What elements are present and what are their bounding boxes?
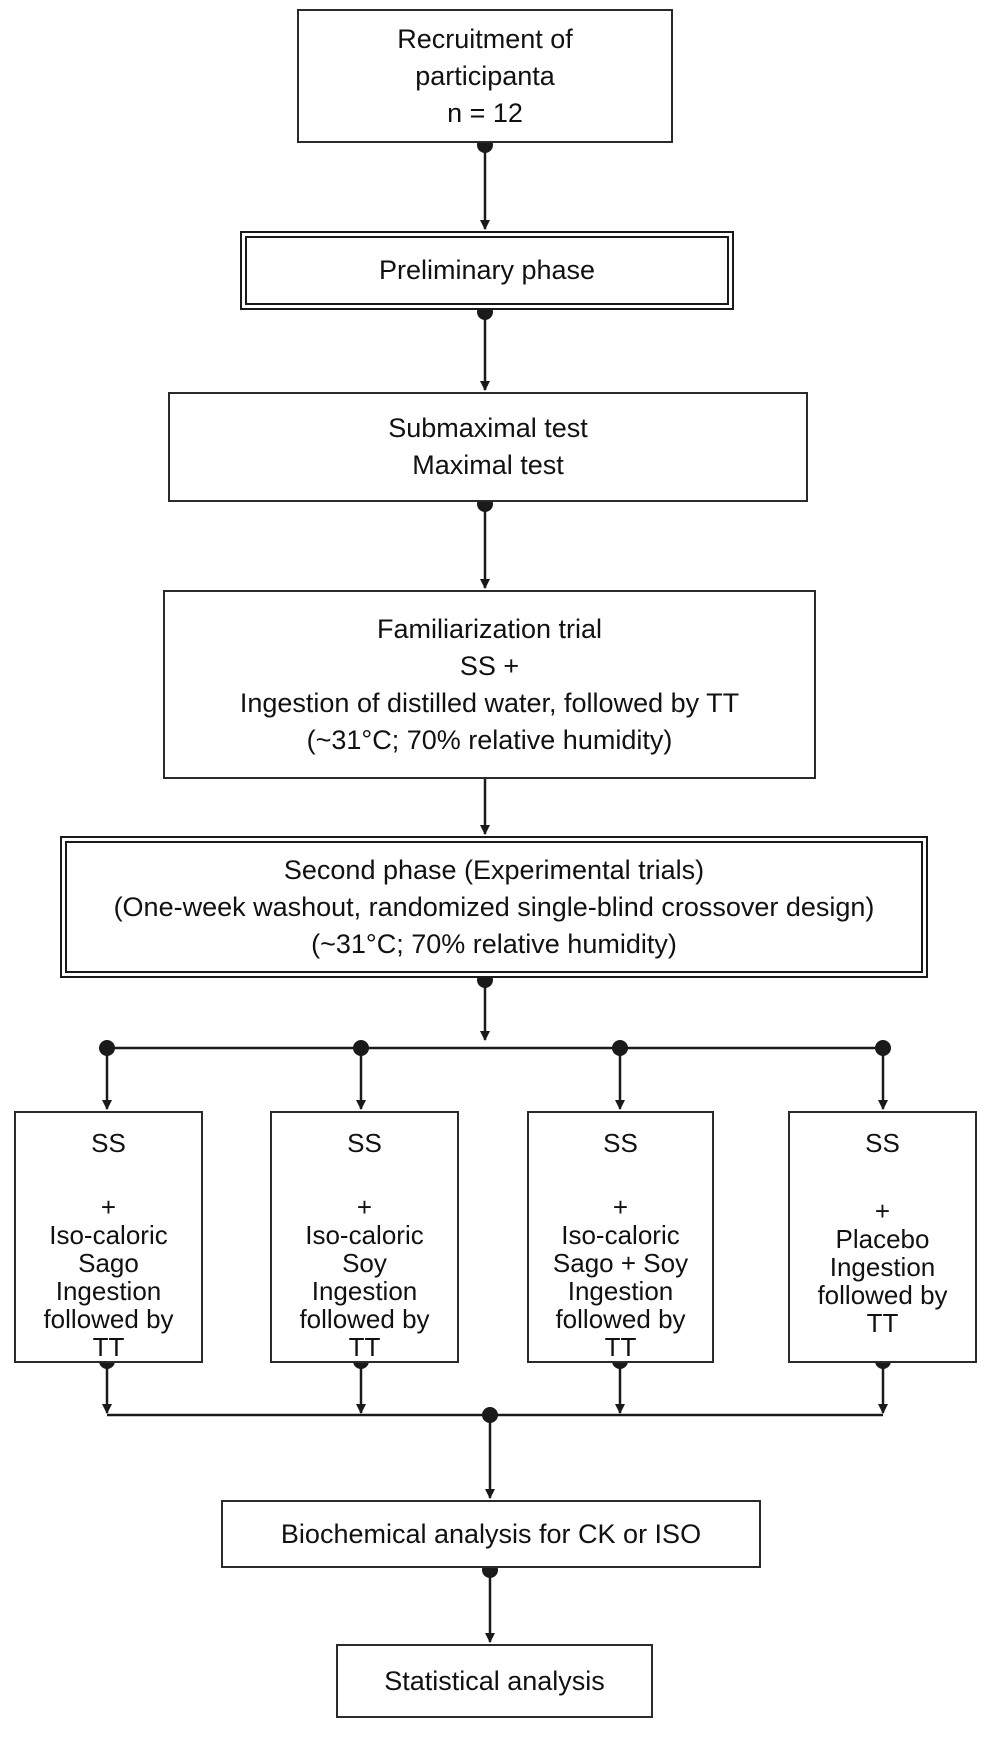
soy-arm-line: SS [347,1128,382,1158]
recruitment-line: n = 12 [447,97,523,128]
placebo-arm-line: Placebo [835,1224,930,1254]
biochemical-analysis-label: Biochemical analysis for CK or ISO [280,1518,702,1549]
sago-arm-line: Iso-caloric [49,1220,168,1250]
biochemical-analysis-box: Biochemical analysis for CK or ISO [221,1500,761,1568]
second-phase-box: Second phase (Experimental trials) (One-… [60,836,928,978]
sago-arm-line: Ingestion [55,1276,162,1306]
sago-soy-arm-line: Iso-caloric [561,1220,680,1250]
familiarization-box: Familiarization trial SS + Ingestion of … [163,590,816,779]
connector-dot [612,1040,628,1056]
second-phase-line: (~31°C; 70% relative humidity) [311,928,677,959]
recruitment-line: Recruitment of [397,23,573,54]
sago-arm-line: TT [92,1332,125,1362]
sago-arm-line: + [100,1192,117,1222]
connector-dot [99,1040,115,1056]
soy-arm-line: Soy [342,1248,387,1278]
sago-soy-arm-line: Sago + Soy [552,1248,689,1278]
sago-soy-arm-box: SS + Iso-caloric Sago + Soy Ingestion fo… [527,1111,714,1363]
preliminary-phase-box: Preliminary phase [240,231,734,310]
placebo-arm-line: Ingestion [829,1252,936,1282]
sago-arm-line: followed by [43,1304,174,1334]
connector-dot [482,1407,498,1423]
sago-arm-box: SS + Iso-caloric Sago Ingestion followed… [14,1111,203,1363]
familiarization-line: (~31°C; 70% relative humidity) [306,724,673,755]
sago-arm-line: Sago [78,1248,139,1278]
second-phase-line: Second phase (Experimental trials) [283,854,705,885]
soy-arm-line: Ingestion [311,1276,418,1306]
recruitment-line: participanta [415,60,555,91]
soy-arm-box: SS + Iso-caloric Soy Ingestion followed … [270,1111,459,1363]
placebo-arm-line: SS [865,1128,900,1158]
sago-soy-arm-line: Ingestion [567,1276,674,1306]
sago-arm-line: SS [91,1128,126,1158]
placebo-arm-box: SS + Placebo Ingestion followed by TT [788,1111,977,1363]
tests-line: Submaximal test [388,413,588,443]
preliminary-phase-label: Preliminary phase [378,255,596,285]
sago-soy-arm-line: TT [604,1332,637,1362]
soy-arm-line: followed by [299,1304,430,1334]
statistical-analysis-label: Statistical analysis [384,1665,605,1696]
placebo-arm-line: + [874,1196,891,1226]
connector-dot [353,1040,369,1056]
soy-arm-line: + [356,1192,373,1222]
tests-line: Maximal test [412,450,564,480]
familiarization-line: Familiarization trial [376,613,603,644]
connector-dot [875,1040,891,1056]
sago-soy-arm-line: + [612,1192,629,1222]
placebo-arm-line: followed by [817,1280,948,1310]
recruitment-box: Recruitment of participanta n = 12 [297,9,673,143]
sago-soy-arm-line: SS [603,1128,638,1158]
familiarization-line: SS + [459,650,520,681]
soy-arm-line: TT [348,1332,381,1362]
familiarization-line: Ingestion of distilled water, followed b… [239,687,740,718]
tests-box: Submaximal test Maximal test [168,392,808,502]
statistical-analysis-box: Statistical analysis [336,1644,653,1718]
second-phase-line: (One-week washout, randomized single-bli… [113,891,875,922]
sago-soy-arm-line: followed by [555,1304,686,1334]
soy-arm-line: Iso-caloric [305,1220,424,1250]
placebo-arm-line: TT [866,1308,899,1338]
